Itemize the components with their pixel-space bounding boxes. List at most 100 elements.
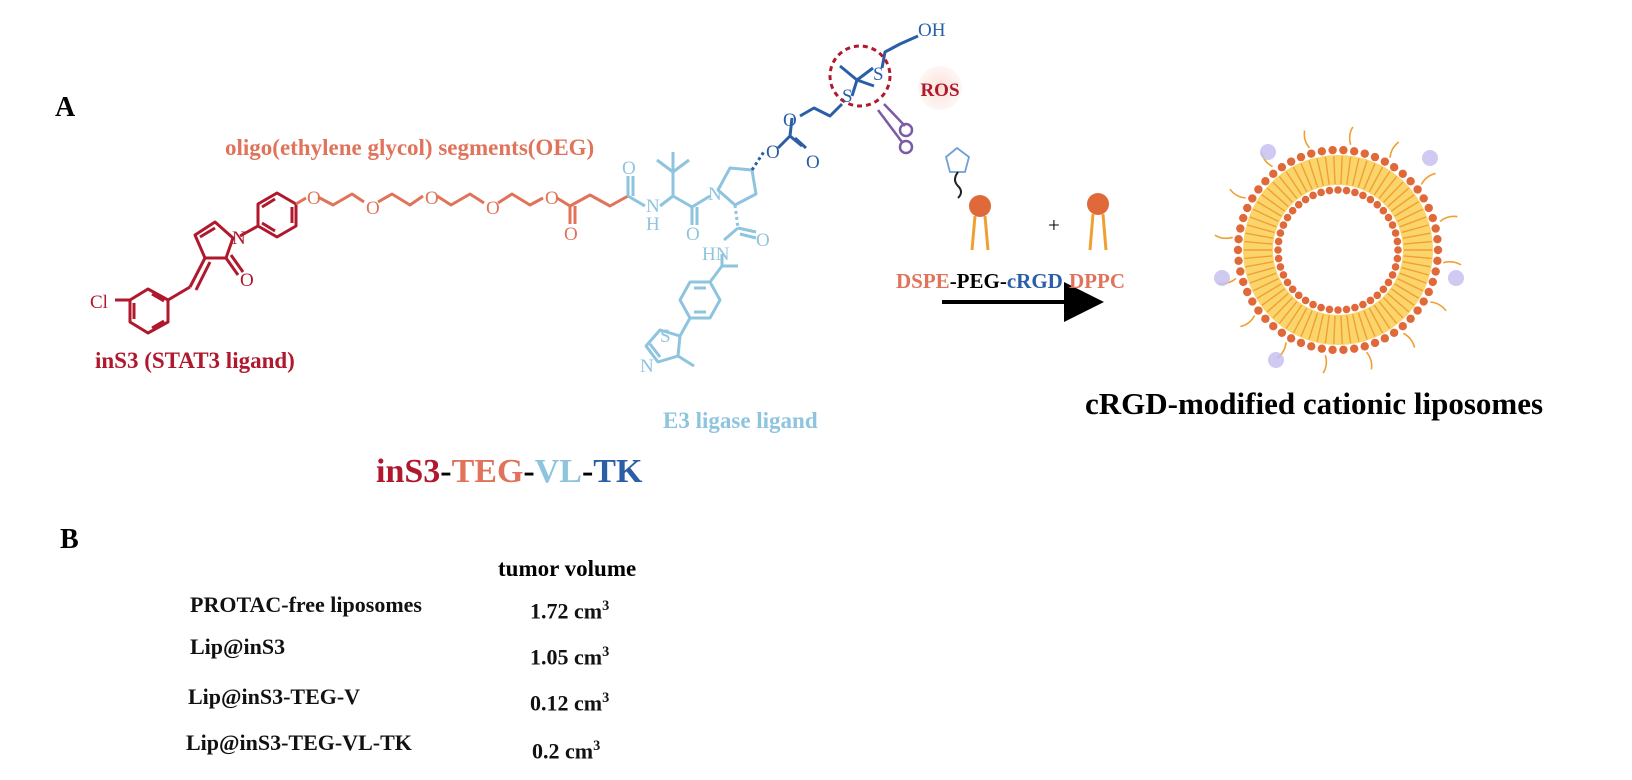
lipid-head-inner	[1325, 305, 1334, 314]
panel-b-label: B	[60, 524, 79, 555]
ins3-label: inS3 (STAT3 ligand)	[95, 348, 295, 373]
crgd-ligand-sphere	[1214, 270, 1230, 286]
lipid-head-inner	[1366, 195, 1375, 204]
lipid-tail	[1403, 255, 1432, 260]
atom-o-carb3: O	[806, 152, 820, 173]
lipid-head-outer	[1370, 338, 1380, 348]
lipid-head-outer	[1236, 224, 1245, 233]
row-name: Lip@inS3	[190, 634, 286, 659]
lipid-head-outer	[1269, 169, 1278, 178]
lipid-head-inner	[1274, 246, 1282, 254]
lipid-head-outer	[1254, 306, 1263, 315]
peg-chain	[1348, 126, 1354, 145]
lipid-head-outer	[1360, 342, 1369, 351]
lipid-head-inner	[1276, 229, 1285, 237]
lipid-head-outer	[1234, 256, 1243, 266]
peg-text: -PEG-	[950, 269, 1007, 293]
lipid-tail	[1399, 216, 1427, 228]
lipid-tail	[1340, 156, 1343, 185]
e3-label: E3 ligase ligand	[663, 408, 818, 433]
lipid-head-outer	[1296, 338, 1306, 348]
lipid-head-inner	[1309, 300, 1317, 309]
lipid-head-outer	[1431, 267, 1440, 276]
lipid-tail	[1352, 158, 1360, 186]
lipid-tail	[1402, 232, 1431, 239]
peg-chain	[1403, 332, 1416, 348]
plus-sign: +	[1048, 213, 1060, 237]
lipid-head-outer	[1419, 297, 1428, 306]
lipid-tail	[1402, 261, 1431, 268]
lipid-head-inner	[1394, 246, 1402, 254]
lipid-head-inner	[1373, 200, 1382, 209]
thiazole-ring	[644, 328, 682, 364]
lipid-head-outer	[1424, 203, 1433, 213]
lipid-head-inner	[1274, 237, 1283, 246]
lipid-tail	[1266, 292, 1289, 313]
lipid-head-inner	[1366, 296, 1375, 305]
liposome-icon	[1214, 126, 1464, 374]
lipid-head-inner	[1388, 221, 1397, 229]
lipid-head-inner	[1359, 191, 1367, 200]
oeg-label: oligo(ethylene glycol) segments(OEG)	[225, 135, 594, 160]
lipid-tail	[1316, 158, 1324, 186]
table-row: Lip@inS3	[190, 634, 285, 660]
atom-o-amide: O	[622, 158, 636, 179]
row-name: Lip@inS3-TEG-V	[188, 684, 361, 709]
lipid-head-outer	[1419, 194, 1428, 203]
lipid-head-inner	[1373, 291, 1382, 300]
lipid-head-outer	[1261, 177, 1270, 186]
lipid-head-inner	[1384, 278, 1393, 287]
atom-o-ring: O	[240, 270, 254, 291]
ros-bubble	[918, 66, 962, 110]
lipid-head-inner	[1294, 291, 1303, 300]
lipid-head-outer	[1398, 322, 1407, 331]
lipid-head-inner	[1309, 191, 1317, 200]
lipid-tail	[1247, 224, 1275, 234]
lipid-head-inner	[1379, 285, 1388, 294]
lipid-tail	[1261, 194, 1286, 212]
lipid-head-outer	[1261, 314, 1270, 323]
lipid-head-outer	[1243, 203, 1252, 213]
table-row: Lip@inS3-TEG-VL-TK	[186, 730, 412, 756]
chemical-scheme: Cl N O O O O O O O O N H O N HN O S N O …	[90, 20, 1543, 490]
lipid-tail	[1253, 278, 1279, 292]
lipid-tail	[1278, 176, 1298, 199]
lipid-tail	[1346, 156, 1352, 185]
lipid-head-inner	[1379, 206, 1388, 215]
lipid-head-inner	[1393, 254, 1402, 263]
dppc-icon	[1087, 193, 1109, 251]
lipid-head-inner	[1288, 285, 1297, 294]
row-name: PROTAC-free liposomes	[190, 592, 422, 617]
peg-chain	[1214, 234, 1233, 240]
lipid-tail	[1394, 283, 1420, 299]
lipid-tail	[1245, 261, 1274, 268]
lipid-tail	[1253, 208, 1279, 222]
crgd-ligand-sphere	[1268, 352, 1284, 368]
name-tk: TK	[593, 453, 643, 490]
dspe-peg-crgd-label: DSPE-PEG-cRGD	[896, 269, 1063, 293]
lipid-tail	[1357, 160, 1368, 188]
peg-chain	[1229, 188, 1246, 199]
atom-thz-n: N	[640, 356, 654, 377]
lipid-head-outer	[1389, 328, 1399, 337]
crgd-ligand-sphere	[1448, 270, 1464, 286]
pyrrolinone-ring	[193, 220, 235, 260]
lipid-head-outer	[1433, 256, 1442, 266]
tk-linker	[750, 34, 919, 171]
lipid-tail	[1316, 314, 1324, 342]
crgd-ligand-sphere	[1260, 144, 1276, 160]
table-row: Lip@inS3-TEG-V	[188, 684, 360, 710]
lipid-tail	[1387, 292, 1410, 313]
lipid-head-inner	[1279, 271, 1288, 279]
lipid-head-inner	[1391, 263, 1400, 271]
lipid-head-inner	[1342, 305, 1351, 314]
lipid-tail	[1292, 307, 1308, 334]
lipid-head-outer	[1243, 287, 1252, 297]
peg-chain	[1303, 130, 1311, 149]
lipid-head-outer	[1296, 152, 1306, 162]
row-name: Lip@inS3-TEG-VL-TK	[186, 730, 412, 755]
lipid-tail	[1383, 297, 1404, 319]
lipid-head-outer	[1360, 149, 1369, 158]
oeg-chain	[295, 192, 629, 224]
liposome-label: cRGD-modified cationic liposomes	[1085, 386, 1543, 421]
